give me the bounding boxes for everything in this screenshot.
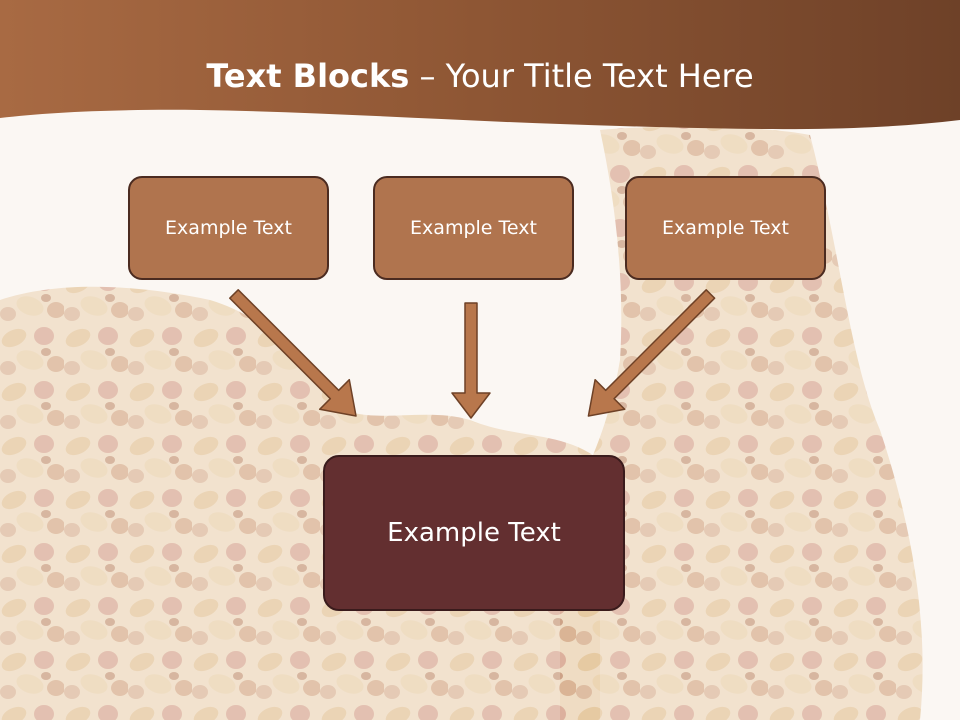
title-rest: Your Title Text Here — [445, 57, 754, 95]
text-block-2-label: Example Text — [410, 217, 537, 239]
text-block-3[interactable]: Example Text — [625, 176, 826, 280]
header-band — [0, 0, 960, 130]
title-separator: – — [409, 57, 446, 95]
slide-title: Text Blocks – Your Title Text Here — [0, 54, 960, 98]
text-block-1[interactable]: Example Text — [128, 176, 329, 280]
title-bold: Text Blocks — [206, 57, 410, 95]
main-text-block[interactable]: Example Text — [323, 455, 625, 611]
main-text-block-label: Example Text — [387, 518, 561, 548]
text-block-1-label: Example Text — [165, 217, 292, 239]
text-block-3-label: Example Text — [662, 217, 789, 239]
nuts-pile-left — [0, 286, 600, 720]
text-block-2[interactable]: Example Text — [373, 176, 574, 280]
